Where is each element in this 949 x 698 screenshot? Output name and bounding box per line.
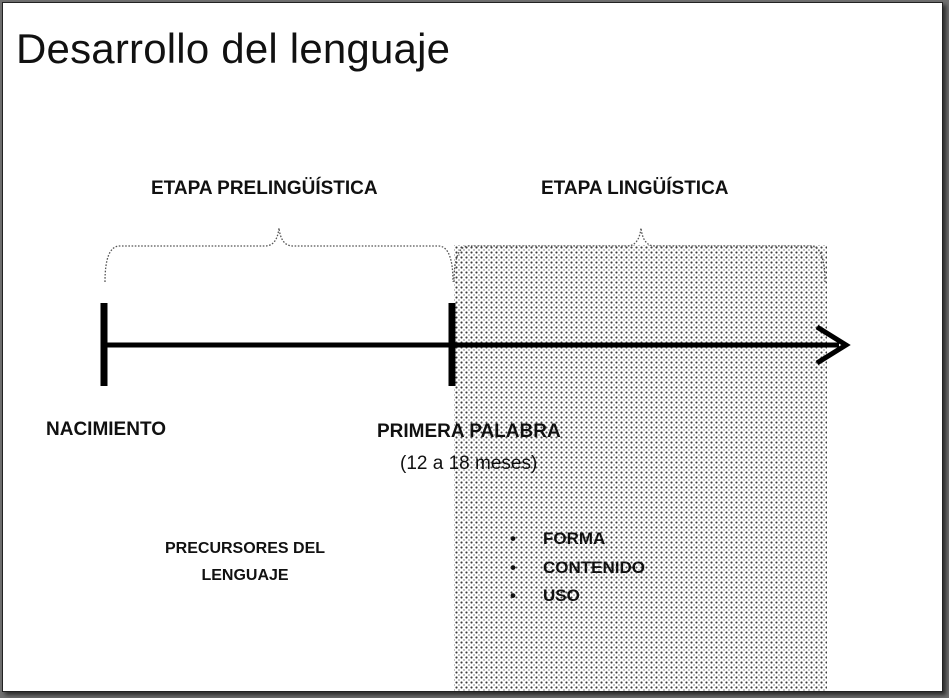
prelinguistic-stage-label: ETAPA PRELINGÜÍSTICA	[151, 178, 378, 199]
list-item: • CONTENIDO	[510, 554, 645, 583]
prelinguistic-brace	[104, 227, 454, 283]
first-word-age-note: (12 a 18 meses)	[400, 453, 538, 474]
linguistic-stage-label: ETAPA LINGÜÍSTICA	[541, 178, 729, 199]
list-item-label: CONTENIDO	[543, 557, 645, 577]
timeline-diagram	[100, 227, 851, 386]
list-item-label: USO	[543, 586, 580, 605]
slide-title: Desarrollo del lenguaje	[16, 25, 451, 72]
first-word-label: PRIMERA PALABRA	[377, 421, 561, 442]
language-components-list: • FORMA • CONTENIDO • USO	[510, 525, 645, 611]
linguistic-stage-shaded-region	[454, 245, 827, 691]
list-item: • USO	[510, 582, 645, 611]
list-item-label: FORMA	[543, 529, 606, 548]
precursors-line-1: PRECURSORES DEL	[164, 540, 326, 557]
linguistic-stage-shaded-region-overlay	[454, 245, 827, 691]
birth-label: NACIMIENTO	[46, 419, 166, 440]
list-item: • FORMA	[510, 525, 645, 554]
bullet-icon: •	[510, 557, 516, 577]
timeline-arrowhead	[815, 324, 851, 366]
precursors-line-2: LENGUAJE	[201, 567, 289, 584]
linguistic-brace	[453, 227, 826, 283]
bullet-icon: •	[510, 529, 516, 548]
bullet-icon: •	[510, 586, 516, 605]
precursors-label: PRECURSORES DEL LENGUAJE	[143, 535, 347, 589]
